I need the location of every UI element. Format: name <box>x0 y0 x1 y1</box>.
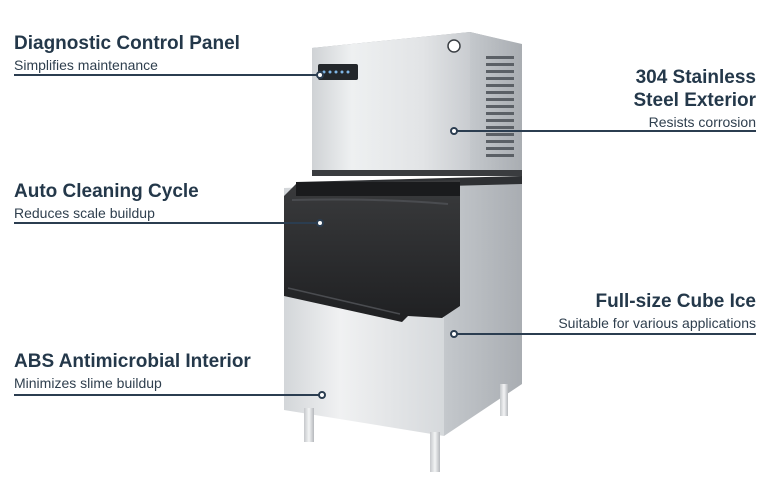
marker-dot-abs <box>318 391 326 399</box>
feature-subtitle: Suitable for various applications <box>558 315 756 331</box>
feature-subtitle: Minimizes slime buildup <box>14 375 162 391</box>
marker-dot-cube <box>450 330 458 338</box>
marker-dot-cleaning <box>316 219 324 227</box>
leader-line-stainless <box>457 130 756 132</box>
feature-diagnostic: Diagnostic Control Panel Simplifies main… <box>14 32 240 74</box>
marker-dot-diagnostic <box>316 71 324 79</box>
feature-subtitle: Reduces scale buildup <box>14 205 155 221</box>
leader-line-cube <box>457 333 756 335</box>
feature-title-line2: Steel Exterior <box>633 90 757 111</box>
feature-subtitle: Simplifies maintenance <box>14 57 158 73</box>
feature-cleaning: Auto Cleaning Cycle Reduces scale buildu… <box>14 180 199 222</box>
brand-badge <box>447 39 461 53</box>
feature-cube: Full-size Cube Ice Suitable for various … <box>558 290 756 332</box>
machine-legs <box>304 384 508 472</box>
ice-storage-bin <box>284 176 522 436</box>
leader-line-cleaning <box>14 222 318 224</box>
feature-title-line1: 304 Stainless <box>635 67 756 88</box>
leader-line-abs <box>14 394 320 396</box>
marker-dot-stainless <box>450 127 458 135</box>
leader-line-diagnostic <box>14 74 318 76</box>
feature-title: Diagnostic Control Panel <box>14 33 240 54</box>
ice-maker-head <box>312 32 522 176</box>
feature-title: Full-size Cube Ice <box>595 291 756 312</box>
feature-stainless: 304 Stainless Steel Exterior Resists cor… <box>634 66 757 131</box>
feature-title: ABS Antimicrobial Interior <box>14 351 251 372</box>
bin-door <box>284 180 460 322</box>
feature-abs: ABS Antimicrobial Interior Minimizes sli… <box>14 350 251 392</box>
feature-title: Auto Cleaning Cycle <box>14 181 199 202</box>
control-panel <box>318 64 358 80</box>
feature-subtitle: Resists corrosion <box>648 114 756 130</box>
